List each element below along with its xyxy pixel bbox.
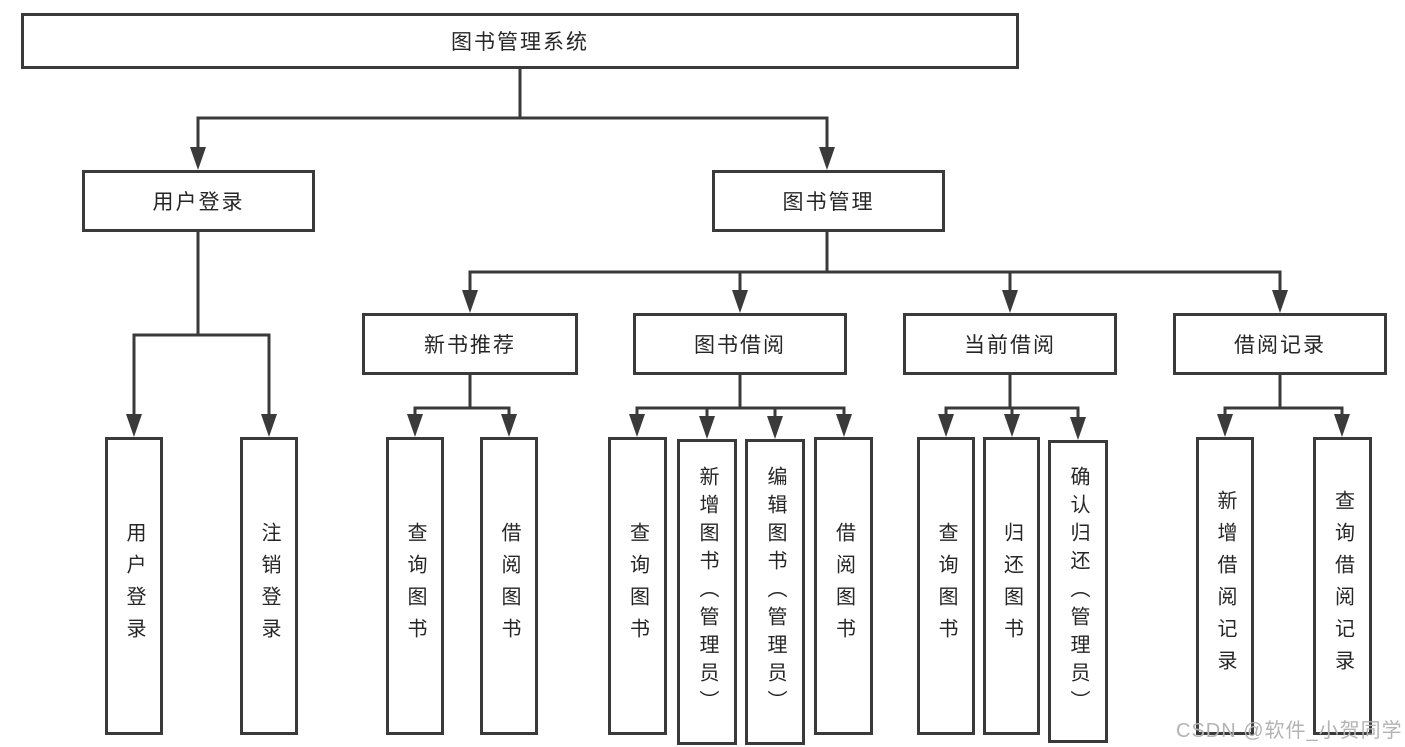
node-label: 编辑图书（管理员） [764,466,786,718]
leaf-current-return-books: 归还图书 [983,437,1040,735]
node-label: 查询图书 [626,522,649,650]
arrowhead-icon [1334,414,1350,437]
leaf-borrow-borrow-books: 借阅图书 [814,437,873,735]
arrowhead-icon [732,290,748,313]
connector-new-book-to-leaves [407,375,517,437]
watermark: CSDN @软件_小贺同学 [1176,720,1403,742]
arrowhead-icon [767,416,783,439]
node-borrowing-records: 借阅记录 [1173,313,1387,375]
leaf-user-login: 用户登录 [105,437,163,735]
node-label: 用户登录 [123,522,145,650]
arrowhead-icon [1272,290,1288,313]
connector-user-login-to-leaves [126,232,277,437]
connector-borrow-records-to-leaves [1217,375,1350,437]
leaf-borrow-edit-books-admin: 编辑图书（管理员） [745,439,805,745]
node-label: 图书管理系统 [451,31,589,54]
node-book-management-system: 图书管理系统 [21,13,1019,69]
leaf-recommend-borrow-books: 借阅图书 [480,437,538,735]
node-label: 新书推荐 [424,334,516,357]
arrowhead-icon [836,414,852,437]
leaf-current-query-books: 查询图书 [917,437,975,735]
leaf-current-confirm-return-admin: 确认归还（管理员） [1048,440,1108,743]
node-label: 注销登录 [258,522,280,650]
arrowhead-icon [629,414,645,437]
node-label: 查询借阅记录 [1331,490,1354,682]
node-label: 新增借阅记录 [1214,490,1236,682]
connector-current-borrow-to-leaves [938,375,1086,440]
leaf-records-query-borrow-record: 查询借阅记录 [1313,437,1372,735]
connector-book-borrow-to-leaves [629,375,852,439]
node-label: 用户登录 [152,191,245,214]
node-current-borrowing: 当前借阅 [903,313,1117,375]
node-label: 当前借阅 [964,334,1056,357]
node-label: 图书借阅 [694,334,786,357]
leaf-records-add-borrow-record: 新增借阅记录 [1196,437,1254,735]
arrowhead-icon [501,414,517,437]
arrowhead-icon [1002,290,1018,313]
arrowhead-icon [462,290,478,313]
node-label: 归还图书 [1000,522,1023,650]
node-label: 图书管理 [782,191,875,214]
node-label: 查询图书 [935,522,957,650]
node-book-management: 图书管理 [712,170,945,232]
arrowhead-icon [699,416,715,439]
node-label: 新增图书（管理员） [696,466,718,718]
leaf-recommend-query-books: 查询图书 [386,437,444,735]
arrowhead-icon [819,147,835,170]
connector-root-to-level2 [190,69,835,170]
node-label: 借阅图书 [498,522,520,650]
arrowhead-icon [261,414,277,437]
arrowhead-icon [1217,414,1233,437]
arrowhead-icon [407,414,423,437]
connector-book-management-to-level3 [462,232,1288,313]
arrowhead-icon [126,414,142,437]
leaf-borrow-add-books-admin: 新增图书（管理员） [677,439,737,745]
leaf-borrow-query-books: 查询图书 [608,437,667,735]
leaf-logout: 注销登录 [240,437,298,735]
node-label: 查询图书 [404,522,426,650]
arrowhead-icon [1070,417,1086,440]
node-label: 借阅图书 [832,522,855,650]
node-new-book-recommend: 新书推荐 [362,313,578,375]
arrowhead-icon [1004,414,1020,437]
node-book-borrowing: 图书借阅 [633,313,847,375]
arrowhead-icon [190,147,206,170]
arrowhead-icon [938,414,954,437]
node-label: 借阅记录 [1234,334,1326,357]
node-user-login: 用户登录 [82,170,315,232]
node-label: 确认归还（管理员） [1067,465,1089,718]
